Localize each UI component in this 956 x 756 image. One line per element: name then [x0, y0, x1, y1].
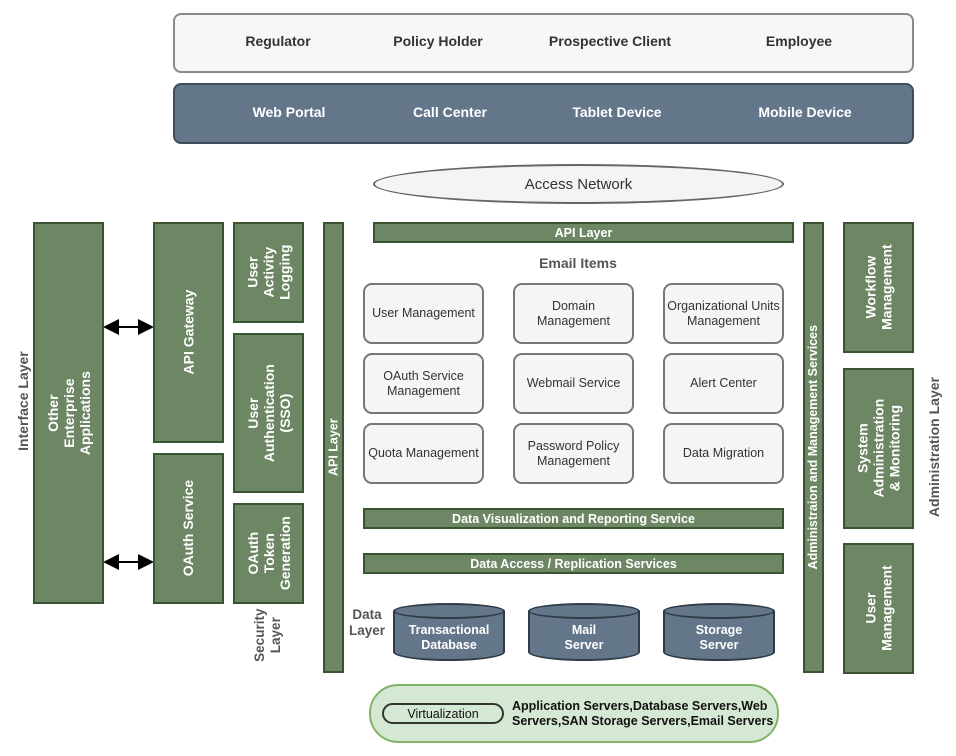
- user-employee: Employee: [765, 33, 833, 49]
- security-layer-label: Security Layer: [251, 608, 283, 662]
- data-access-replication-services: Data Access / Replication Services: [363, 553, 784, 574]
- api-layer-vertical-label: API Layer: [326, 418, 341, 477]
- api-gateway-label: API Gateway: [180, 290, 197, 375]
- other-enterprise-applications: Other Enterprise Applications: [33, 222, 104, 604]
- user-prospective-client: Prospective Client: [548, 33, 672, 49]
- virtualization-pill: Virtualization: [382, 703, 504, 724]
- oauth-service: OAuth Service: [153, 453, 224, 604]
- admin-user-management-label: User Management: [862, 565, 895, 652]
- email-item-quota-management: Quota Management: [363, 423, 484, 484]
- administration-management-services: Administraion and Management Services: [803, 222, 824, 673]
- oauth-token-generation-label: OAuth Token Generation: [244, 516, 293, 591]
- user-activity-logging-label: User Activity Logging: [244, 244, 293, 301]
- oauth-service-label: OAuth Service: [180, 480, 197, 577]
- mail-server: Mail Server: [528, 603, 640, 664]
- data-layer-label: Data Layer: [348, 607, 386, 639]
- other-enterprise-applications-label: Other Enterprise Applications: [44, 370, 93, 455]
- virtualization-servers: Application Servers,Database Servers,Web…: [512, 699, 774, 728]
- email-item-password-policy-management: Password Policy Management: [513, 423, 634, 484]
- channel-call-center: Call Center: [413, 104, 487, 120]
- email-item-domain-management: Domain Management: [513, 283, 634, 344]
- email-items-title: Email Items: [539, 255, 617, 271]
- user-activity-logging: User Activity Logging: [233, 222, 304, 323]
- workflow-management: Workflow Management: [843, 222, 914, 353]
- api-layer-vertical: API Layer: [323, 222, 344, 673]
- mail-server-text: Mail Server: [564, 623, 604, 652]
- user-authentication-sso: User Authentication (SSO): [233, 333, 304, 493]
- channel-web-portal: Web Portal: [252, 104, 326, 120]
- api-layer-top: API Layer: [373, 222, 794, 243]
- email-item-alert-center: Alert Center: [663, 353, 784, 414]
- user-policy-holder: Policy Holder: [393, 33, 483, 49]
- api-gateway: API Gateway: [153, 222, 224, 443]
- email-item-oauth-service-management: OAuth Service Management: [363, 353, 484, 414]
- mail-server-top: [528, 603, 640, 619]
- user-regulator: Regulator: [245, 33, 311, 49]
- access-network: Access Network: [373, 164, 784, 204]
- email-item-organizational-units-management: Organizational Units Management: [663, 283, 784, 344]
- transactional-database-top: [393, 603, 505, 619]
- administration-layer-label: Administration Layer: [925, 376, 942, 518]
- system-administration-monitoring: System Administration & Monitoring: [843, 368, 914, 529]
- channel-mobile-device: Mobile Device: [758, 104, 852, 120]
- security-layer-label-wrap: Security Layer: [228, 605, 308, 665]
- storage-server-top: [663, 603, 775, 619]
- administration-management-services-label: Administraion and Management Services: [806, 325, 821, 570]
- storage-server-body: [663, 611, 775, 661]
- mail-server-body: [528, 611, 640, 661]
- workflow-management-label: Workflow Management: [862, 244, 895, 331]
- email-item-user-management: User Management: [363, 283, 484, 344]
- mail-server-label: Mail Server: [528, 623, 640, 653]
- users-bar: [173, 13, 914, 73]
- transactional-database-body: [393, 611, 505, 661]
- bidirectional-arrows: [103, 319, 154, 570]
- storage-server-text: Storage Server: [695, 623, 743, 652]
- email-item-data-migration: Data Migration: [663, 423, 784, 484]
- channel-tablet-device: Tablet Device: [572, 104, 662, 120]
- data-visualization-reporting-service: Data Visualization and Reporting Service: [363, 508, 784, 529]
- admin-user-management: User Management: [843, 543, 914, 674]
- interface-layer-label: Interface Layer: [14, 351, 31, 451]
- transactional-database-label: Transactional Database: [408, 623, 490, 652]
- transactional-database: Transactional Database: [393, 603, 505, 664]
- storage-server-label: Storage Server: [663, 623, 775, 653]
- storage-server: Storage Server: [663, 603, 775, 664]
- channels-bar: [173, 83, 914, 144]
- email-item-webmail-service: Webmail Service: [513, 353, 634, 414]
- user-authentication-sso-label: User Authentication (SSO): [244, 363, 293, 462]
- administration-layer-label-wrap: Administration Layer: [869, 377, 956, 517]
- oauth-token-generation: OAuth Token Generation: [233, 503, 304, 604]
